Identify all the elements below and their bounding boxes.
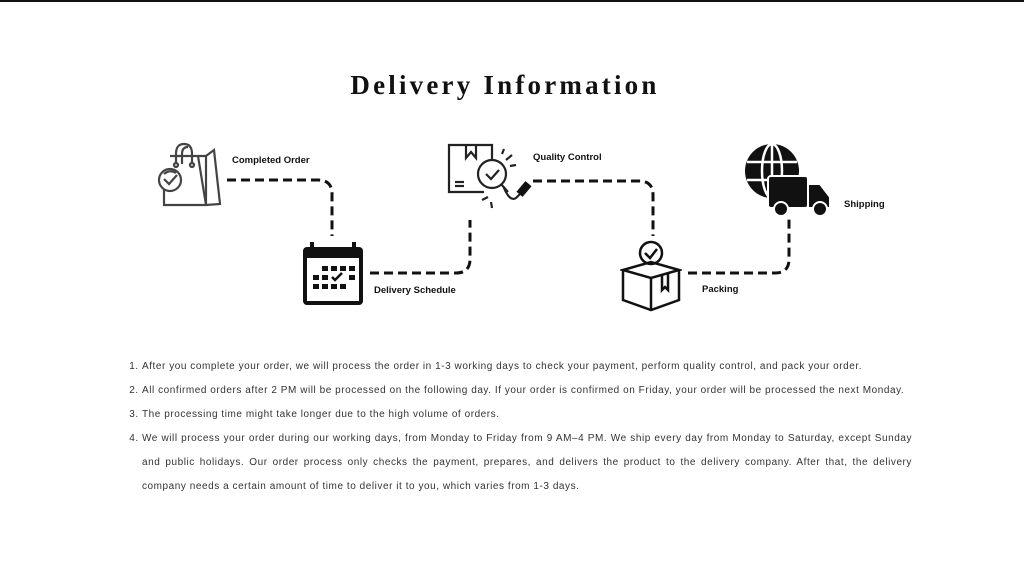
connector-4 [688, 218, 791, 275]
package-check-icon [620, 240, 682, 312]
delivery-notes-list: After you complete your order, we will p… [130, 355, 912, 499]
step-label-delivery-schedule: Delivery Schedule [374, 285, 456, 296]
page-title: Delivery Information [350, 70, 660, 100]
global-truck-icon [745, 143, 831, 217]
quality-inspection-icon [447, 143, 532, 209]
connector-1 [227, 178, 334, 236]
note-item: We will process your order during our wo… [142, 427, 912, 499]
shopping-bag-check-icon [157, 142, 222, 207]
top-border [0, 0, 1024, 2]
connector-2 [370, 220, 472, 275]
step-label-shipping: Shipping [844, 199, 885, 210]
note-item: All confirmed orders after 2 PM will be … [142, 379, 912, 403]
step-label-packing: Packing [702, 284, 739, 295]
note-item: The processing time might take longer du… [142, 403, 912, 427]
calendar-icon [303, 242, 363, 305]
step-label-quality-control: Quality Control [533, 152, 602, 163]
note-item: After you complete your order, we will p… [142, 355, 912, 379]
step-label-completed-order: Completed Order [232, 155, 310, 166]
connector-3 [533, 179, 655, 236]
